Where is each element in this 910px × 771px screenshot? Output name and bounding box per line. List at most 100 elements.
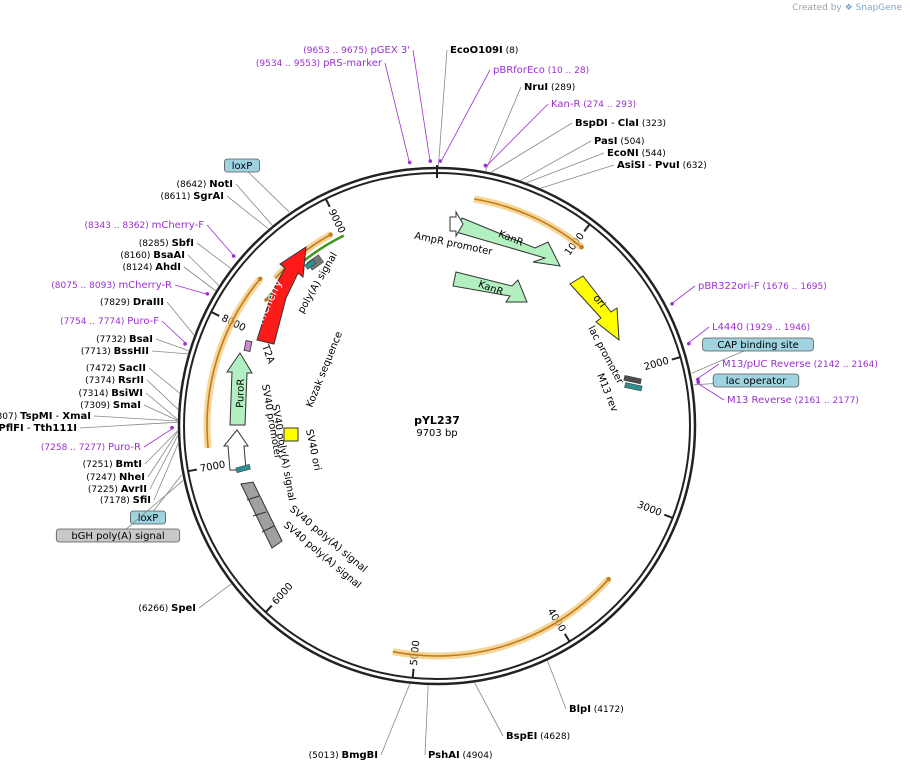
boxed-feature-label-3: CAP binding site [717,340,799,351]
sv40-polya-block[interactable] [240,481,283,549]
enzyme-site-20[interactable]: (7472) SacII [86,363,146,374]
primer-9[interactable]: (8075 .. 8093) mCherry-R [51,280,172,291]
enzyme-site-0[interactable]: EcoO109I (8) [450,45,518,56]
primer-leader [206,224,236,258]
label-leader [93,415,179,422]
enzyme-site-12[interactable]: (7225) AvrII [88,484,147,495]
primer-site-marker [231,254,236,258]
sv40-ori-feature[interactable] [283,427,299,442]
primer-11[interactable]: (7258 .. 7277) Puro-R [41,442,141,453]
orf-arrowhead [606,576,611,582]
enzyme-site-27[interactable]: (8611) SgrAI [160,191,224,202]
enzyme-site-18[interactable]: (7314) BsiWI [78,388,143,399]
snapgene-logo-icon: ❖ [844,3,853,13]
primer-1[interactable]: (9534 .. 9553) pRS-marker [256,58,383,69]
boxed-feature-2[interactable] [55,528,181,543]
primer-8[interactable]: (8343 .. 8362) mCherry-F [84,220,204,231]
sv40-promoter-feature[interactable] [222,429,249,471]
orf-arc-ori-region[interactable] [392,578,610,657]
kanr-feature-2[interactable] [452,271,528,303]
primer-leader [439,69,491,164]
primer-10[interactable]: (7754 .. 7774) Puro-F [60,316,159,327]
enzyme-site-2[interactable]: BspDI - ClaI (323) [575,118,666,129]
orf-arrowhead [579,244,584,250]
enzyme-site-13[interactable]: (7247) NheI [86,472,145,483]
primer-leader [670,285,696,306]
primer-leader [696,382,725,401]
primer-leader [174,284,210,296]
enzyme-site-17[interactable]: (7309) SmaI [80,400,141,411]
mcherry-feature[interactable] [256,246,307,345]
enzyme-site-11[interactable]: (7178) SfiI [100,495,151,506]
credit-text: Created by [792,3,842,13]
enzyme-site-8[interactable]: PshAI (4904) [428,750,492,761]
orf-arc-kanr[interactable] [473,198,583,248]
primer-4[interactable]: pBR322ori-F (1676 .. 1695) [698,281,827,292]
ampr-promoter-feature[interactable] [449,210,464,238]
primer-leader [161,320,188,345]
primer-0[interactable]: (9653 .. 9675) pGEX 3' [303,45,410,56]
label-leader [437,49,448,168]
polya-signal-marker-2[interactable] [304,259,317,270]
credit-brand: SnapGene [855,3,902,13]
primer-3[interactable]: Kan-R (274 .. 293) [551,99,636,110]
enzyme-site-10[interactable]: (6266) SpeI [138,603,196,614]
m13-rev-marker[interactable] [623,375,642,385]
enzyme-site-7[interactable]: BspEI (4628) [506,731,570,742]
enzyme-site-16[interactable]: (7307) TspMI - XmaI [0,411,91,422]
label-leader [145,392,179,421]
primer-site-marker [438,159,443,163]
enzyme-site-28[interactable]: (8642) NotI [176,179,233,190]
primer-site-marker [170,425,174,430]
enzyme-site-25[interactable]: (8160) BsaAI [120,250,185,261]
primer-site-marker [183,342,187,346]
boxed-feature-4[interactable] [712,373,800,388]
sv40-polya-marker[interactable] [235,463,251,474]
ori-feature[interactable] [569,275,620,342]
orf-arrowhead [258,276,263,281]
enzyme-site-14[interactable]: (7251) BmtI [83,459,142,470]
enzyme-site-6[interactable]: BlpI (4172) [569,704,624,715]
enzyme-site-21[interactable]: (7713) BssHII [81,346,149,357]
primer-2[interactable]: pBRforEco (10 .. 28) [493,65,589,76]
puror-feature[interactable] [226,352,253,426]
lac-region-marker[interactable] [624,382,643,392]
ring-tick-label: 2000 [643,356,670,374]
boxed-feature-1[interactable] [129,510,166,525]
enzyme-site-24[interactable]: (8124) AhdI [122,262,181,273]
primer-7[interactable]: M13 Reverse (2161 .. 2177) [727,395,859,406]
enzyme-site-15[interactable]: (7300) PflFI - Tth111I [0,423,77,434]
primer-leader [484,103,549,168]
enzyme-site-19[interactable]: (7374) RsrII [85,375,144,386]
label-leader [79,421,179,429]
primer-5[interactable]: L4440 (1929 .. 1946) [712,322,810,333]
t2a-feature[interactable] [243,340,253,352]
feature-group: KanR KanR AmpR promoter ori lac promoter… [222,210,643,591]
primer-site-marker [687,341,691,346]
kanr-feature-1[interactable] [455,217,561,267]
enzyme-site-4[interactable]: EcoNI (544) [607,148,666,159]
plasmid-size: 9703 bp [416,428,457,439]
label-leader [153,442,179,501]
boxed-feature-label-2: bGH poly(A) signal [71,531,164,542]
ring-tick [583,223,591,232]
enzyme-site-5[interactable]: AsiSI - PvuI (632) [617,160,707,171]
label-leader [166,301,195,336]
ring-tick-label: 6000 [270,581,295,607]
primer-leader [686,326,710,345]
primer-6[interactable]: M13/pUC Reverse (2142 .. 2164) [722,359,878,370]
ring-tick [324,198,331,208]
primer-site-marker [696,377,700,382]
enzyme-site-3[interactable]: PasI (504) [594,136,645,147]
enzyme-site-23[interactable]: (7829) DraIII [100,297,164,308]
label-leader [198,583,232,609]
orf-arrowhead [328,232,333,237]
enzyme-site-22[interactable]: (7732) BsaI [96,334,153,345]
boxed-feature-0[interactable] [223,158,260,173]
boxed-feature-3[interactable] [702,337,814,352]
ring-tick [187,468,198,473]
enzyme-site-26[interactable]: (8285) SbfI [139,238,194,249]
enzyme-site-1[interactable]: NruI (289) [524,82,575,93]
orf-arc-puro[interactable] [206,278,261,448]
enzyme-site-9[interactable]: (5013) BmgBI [309,750,378,761]
